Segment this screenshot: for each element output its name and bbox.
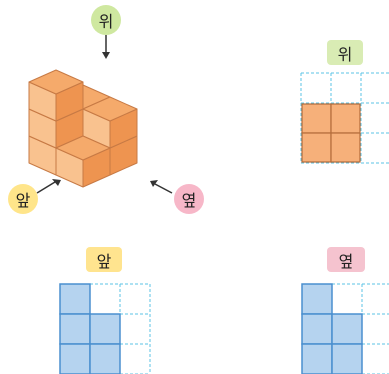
top-view-grid (300, 72, 389, 164)
front-view-title: 앞 (86, 247, 122, 272)
front-direction-label: 앞 (8, 184, 38, 214)
side-view-cell (301, 343, 333, 374)
side-direction-label: 옆 (174, 184, 204, 214)
top-view-title: 위 (327, 40, 363, 65)
side-view-cell (301, 313, 333, 345)
side-view-cells (301, 283, 363, 374)
side-view-title: 옆 (327, 247, 365, 272)
front-view-cell (59, 313, 91, 345)
side-view-cell (301, 283, 333, 315)
cube-face (55, 135, 111, 161)
side-view-grid (301, 283, 389, 374)
top-view-cell (301, 103, 332, 134)
top-view-cell (330, 132, 361, 163)
top-view-cell (301, 132, 332, 163)
front-view-cell (59, 283, 91, 315)
front-view-cell (89, 343, 121, 374)
arrow-from-top (102, 35, 110, 59)
cube-face (28, 69, 84, 95)
side-view-cell (331, 343, 363, 374)
front-view-grid (59, 283, 151, 374)
arrow-from-side (150, 180, 173, 194)
front-view-cells (59, 283, 121, 374)
front-view-cell (89, 313, 121, 345)
front-view-cell (59, 343, 91, 374)
arrow-from-front (36, 179, 61, 194)
top-view-cells (301, 103, 361, 163)
cube-stack (28, 69, 138, 188)
side-view-cell (331, 313, 363, 345)
top-view-cell (330, 103, 361, 134)
top-direction-label: 위 (91, 5, 121, 35)
cube-face (82, 96, 138, 122)
